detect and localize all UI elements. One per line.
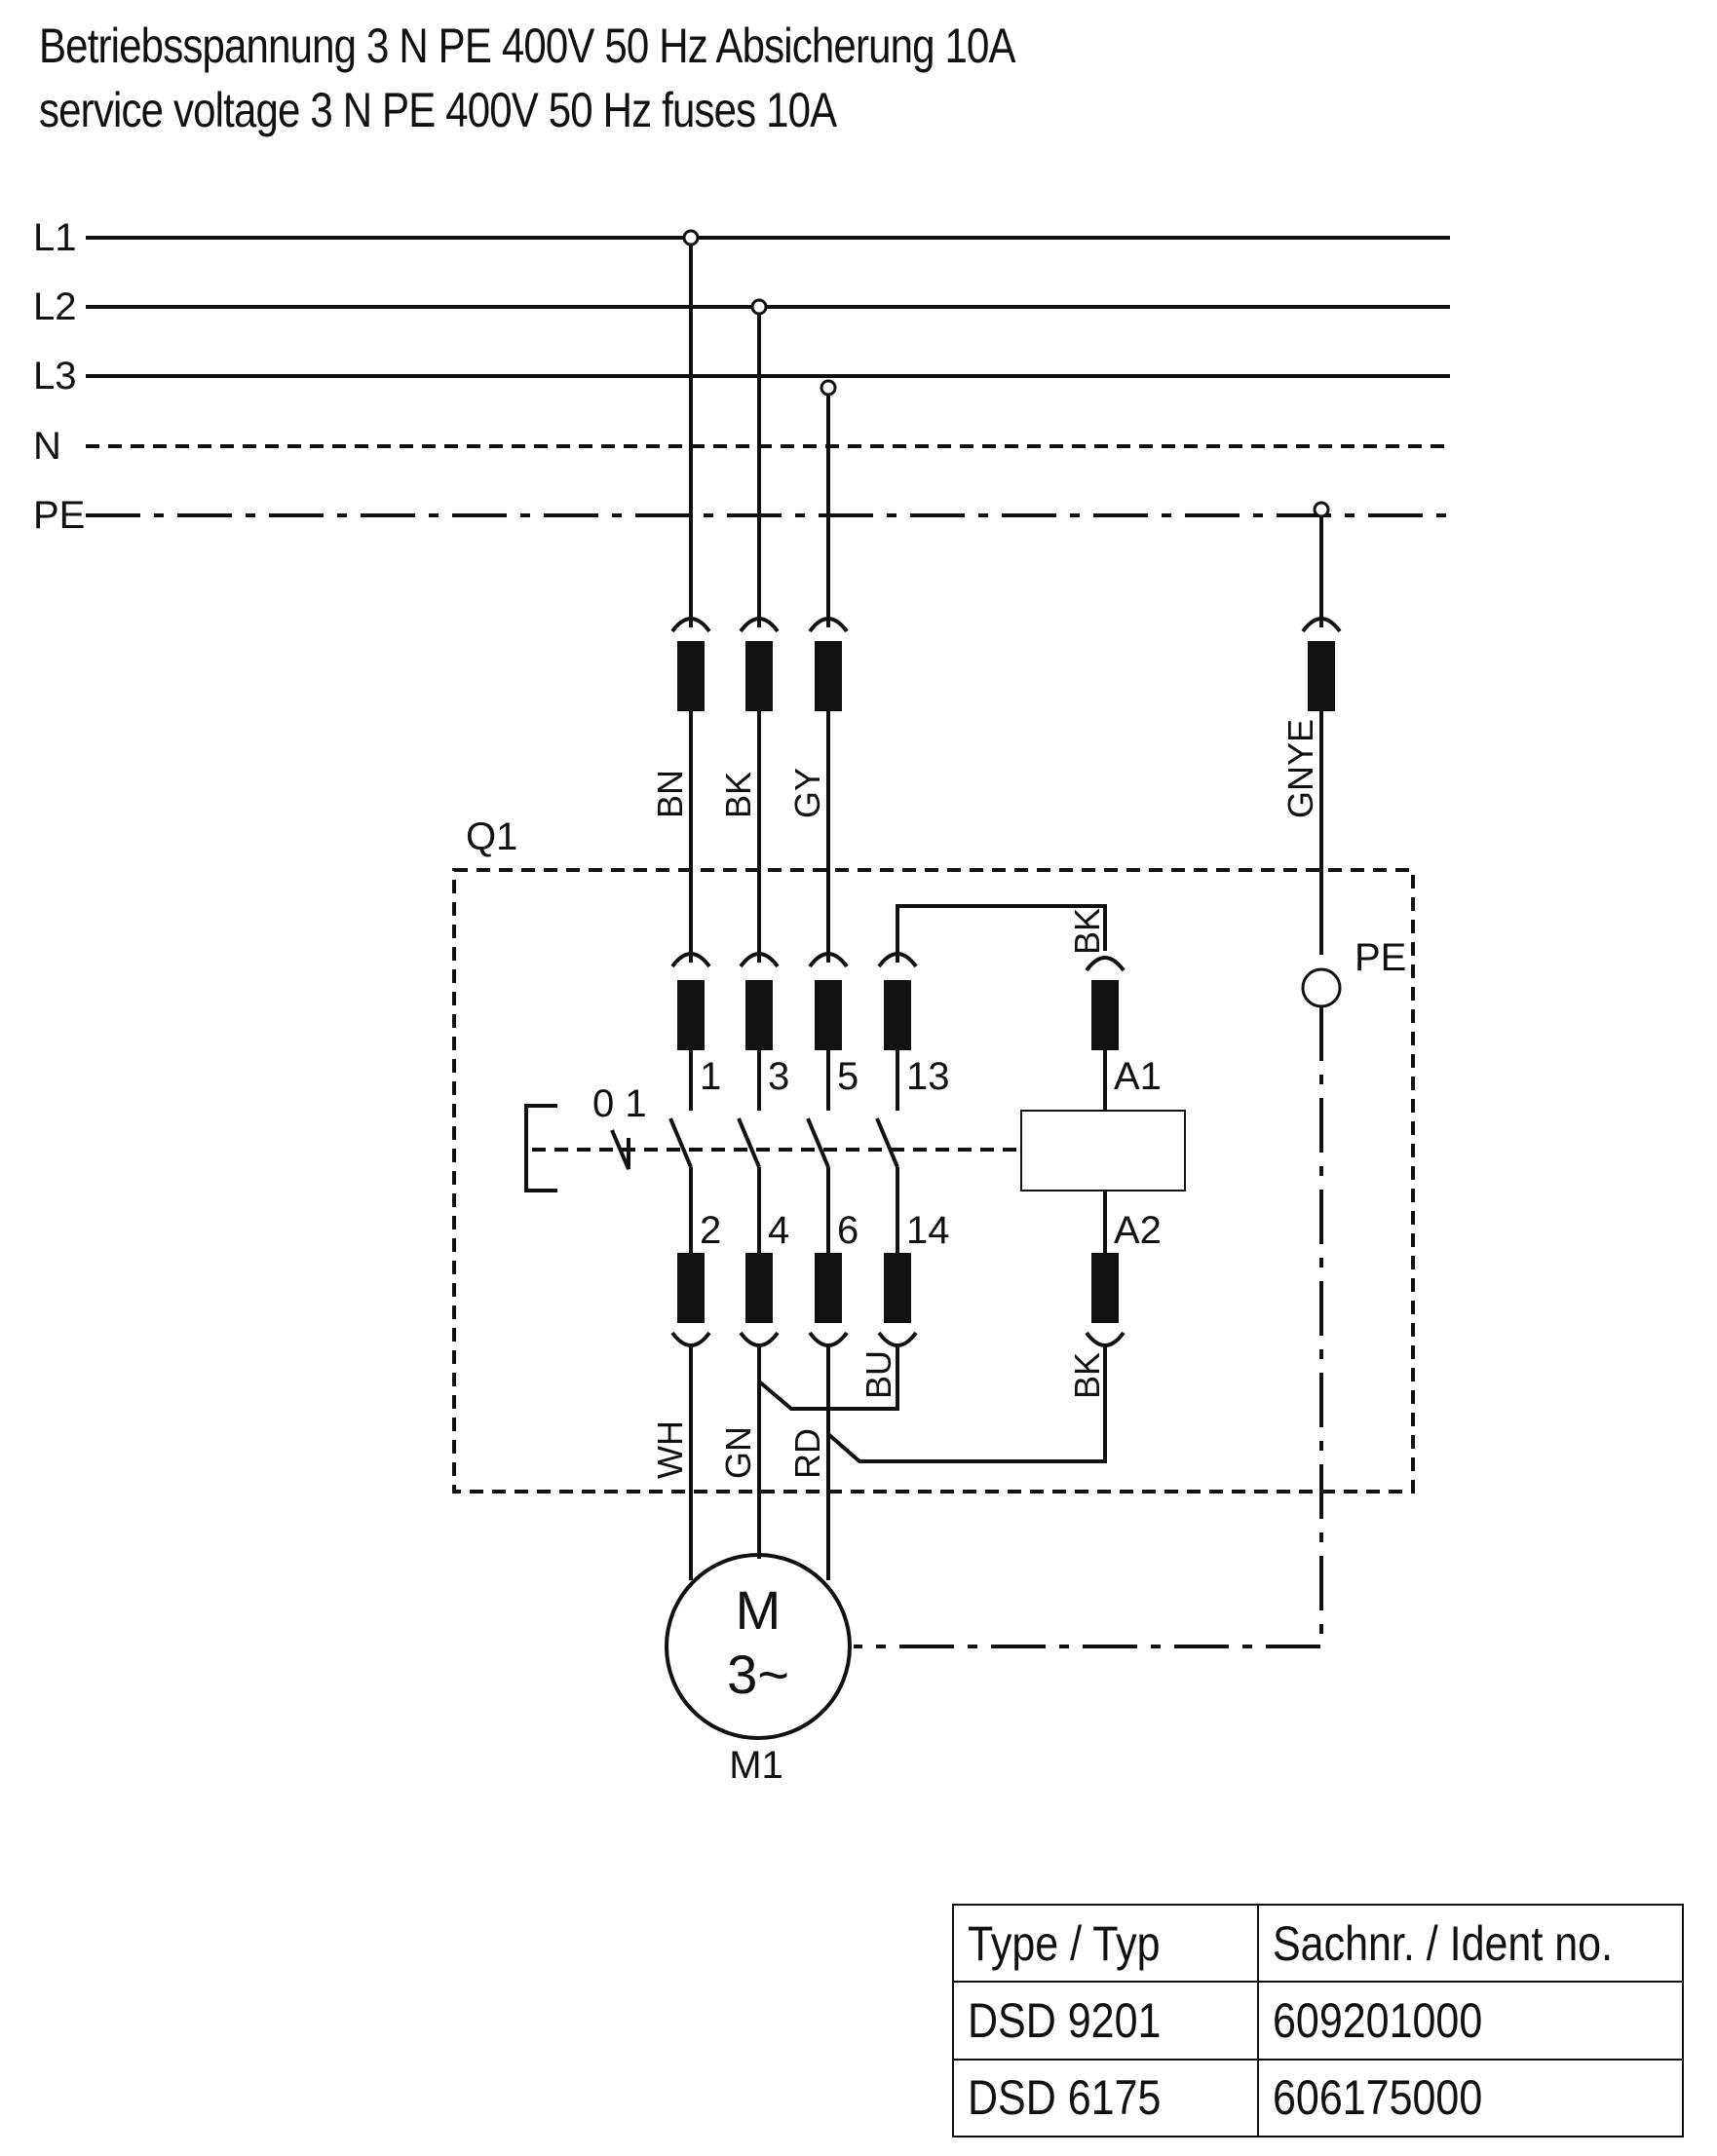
terminal-13: 13 [906, 1055, 950, 1098]
table-row: DSD 9201 609201000 [951, 1981, 1684, 2061]
wire-14-bridge [757, 1346, 899, 1411]
switch-housing [452, 868, 1415, 1494]
title-english: service voltage 3 N PE 400V 50 Hz fuses … [39, 83, 837, 137]
junction-l2 [750, 298, 768, 316]
motor-label-m1: M1 [729, 1744, 783, 1787]
table-header-type: Type / Typ [951, 1903, 1260, 1984]
plug-pin-l1 [677, 641, 705, 711]
switch-handle [524, 1104, 557, 1192]
terminal-a1: A1 [1114, 1055, 1162, 1098]
wire-label-gnye: GNYE [1280, 719, 1320, 818]
table-cell-ident: 609201000 [1257, 1981, 1684, 2061]
switch-label-q1: Q1 [466, 815, 517, 858]
terminal-3: 3 [768, 1055, 789, 1098]
plug-pin-l2 [745, 641, 773, 711]
terminal-5: 5 [837, 1055, 858, 1098]
wire-label-rd: RD [787, 1428, 827, 1479]
title-german: Betriebsspannung 3 N PE 400V 50 Hz Absic… [39, 19, 1016, 73]
switch-contacts: 0 1 [524, 1082, 1186, 1229]
bus-label-l3: L3 [33, 355, 77, 397]
wire-a2-bridge [826, 1346, 1107, 1463]
terminal-6: 6 [837, 1209, 858, 1252]
aux-wire-13-a1 [896, 904, 1107, 963]
terminal-2: 2 [700, 1209, 721, 1252]
table-row: DSD 6175 606175000 [951, 2058, 1684, 2138]
terminal-4: 4 [768, 1209, 789, 1252]
plug-socket-l3 [808, 617, 849, 633]
wire-label-gy: GY [787, 768, 827, 818]
motor-letter: M [736, 1579, 782, 1641]
title-block: Betriebsspannung 3 N PE 400V 50 Hz Absic… [39, 14, 1267, 142]
junction-pe [1313, 501, 1330, 518]
table-header-ident: Sachnr. / Ident no. [1257, 1903, 1684, 1984]
wire-label-bk: BK [718, 772, 758, 818]
wire-label-coil-bottom: BK [1067, 1352, 1107, 1399]
table-cell-type: DSD 6175 [951, 2058, 1260, 2138]
wire-label-bn: BN [650, 770, 690, 818]
table-header-row: Type / Typ Sachnr. / Ident no. [951, 1903, 1684, 1984]
plug-socket-l2 [739, 617, 780, 633]
pe-terminal [1301, 967, 1342, 1008]
bus-label-l2: L2 [33, 285, 77, 328]
wire-label-bu: BU [858, 1350, 898, 1399]
bus-label-n: N [33, 425, 61, 468]
plug-pin-pe [1308, 641, 1335, 711]
wire-label-coil-top: BK [1067, 908, 1107, 955]
supply-bus: L1 L2 L3 N PE [33, 216, 1450, 537]
supply-wires: BN BK GY GNYE [650, 245, 1342, 963]
contactor-coil [1020, 1110, 1186, 1191]
terminal-1: 1 [700, 1055, 721, 1098]
motor-phase: 3~ [727, 1644, 789, 1705]
plug-socket-l1 [670, 617, 711, 633]
top-terminals: 1 3 5 13 A1 [670, 952, 1162, 1111]
bottom-terminals: 2 4 6 14 A2 [670, 1191, 1162, 1347]
table-cell-type: DSD 9201 [951, 1981, 1260, 2061]
bus-label-l1: L1 [33, 216, 77, 259]
switch-actuator [610, 1129, 630, 1170]
wire-label-gn: GN [718, 1426, 758, 1479]
switch-positions: 0 1 [592, 1082, 647, 1125]
earth-wire-motor [854, 1006, 1323, 1648]
motor-symbol [665, 1553, 852, 1740]
terminal-a2: A2 [1114, 1209, 1162, 1252]
wire-label-wh: WH [650, 1420, 690, 1479]
plug-pin-l3 [815, 641, 842, 711]
bus-label-pe: PE [33, 494, 85, 537]
junction-l3 [820, 379, 837, 397]
table-cell-ident: 606175000 [1257, 2058, 1684, 2138]
parts-table: Type / Typ Sachnr. / Ident no. DSD 9201 … [951, 1903, 1684, 2138]
terminal-14: 14 [906, 1209, 950, 1252]
output-wiring: BU BK WH GN RD [650, 1346, 1107, 1580]
junction-l1 [682, 229, 700, 246]
plug-socket-pe [1301, 617, 1342, 633]
pe-terminal-label: PE [1355, 936, 1406, 979]
